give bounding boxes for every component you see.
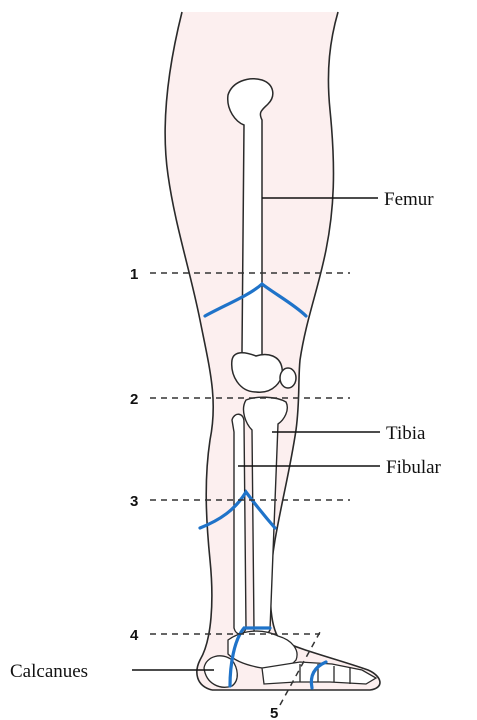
level-2-number: 2 bbox=[130, 391, 138, 408]
fibula-bone bbox=[232, 414, 246, 634]
level-1-number: 1 bbox=[130, 266, 138, 283]
fibular-label: Fibular bbox=[386, 457, 442, 478]
level-5-number: 5 bbox=[270, 705, 278, 720]
leg-skin bbox=[165, 12, 380, 690]
femur-label: Femur bbox=[384, 189, 434, 210]
level-3-number: 3 bbox=[130, 493, 138, 510]
calcanues-label: Calcanues bbox=[10, 661, 88, 682]
leg-silhouette bbox=[165, 12, 380, 690]
level-4-number: 4 bbox=[130, 627, 139, 644]
tibia-label: Tibia bbox=[386, 423, 426, 444]
